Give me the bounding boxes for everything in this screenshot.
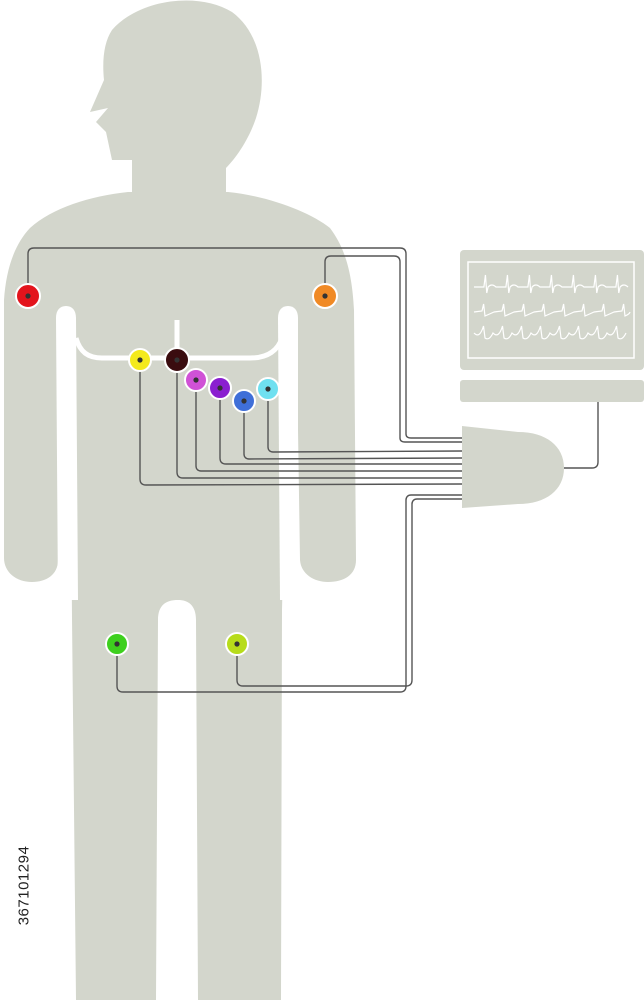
- monitor-screen-inner: [467, 261, 635, 359]
- monitor-base: [460, 380, 644, 402]
- electrode-la: [312, 283, 338, 309]
- monitor-screen: [460, 250, 644, 370]
- wire-v5: [243, 401, 463, 460]
- electrode-snap: [217, 385, 223, 391]
- electrode-v6: [256, 377, 280, 401]
- electrode-ll: [225, 632, 249, 656]
- wire-la: [324, 255, 462, 443]
- right-arm-gap: [278, 306, 298, 600]
- monitor-trace-2: [473, 303, 631, 317]
- head: [90, 0, 262, 199]
- wire-ll: [236, 498, 462, 687]
- wire-v6: [267, 389, 463, 453]
- electrode-snap: [114, 641, 120, 647]
- stock-id-watermark: 367101294: [4, 770, 44, 1000]
- monitor-trace-1: [474, 274, 629, 294]
- electrode-snap: [137, 357, 143, 363]
- wire-v1: [139, 360, 463, 486]
- wire-v2: [176, 360, 462, 479]
- electrode-snap: [322, 293, 328, 299]
- electrode-snap: [234, 641, 240, 647]
- electrode-v1: [128, 348, 152, 372]
- electrode-v2: [164, 347, 190, 373]
- lead-connector-box: [462, 426, 564, 508]
- wire-rl: [116, 494, 462, 693]
- ecg-monitor: [460, 250, 644, 402]
- electrode-wires: [27, 247, 463, 693]
- monitor-trace-3: [473, 325, 627, 340]
- wire-ra: [27, 247, 462, 439]
- electrode-snap: [25, 293, 31, 299]
- left-arm-gap: [56, 306, 78, 600]
- electrode-v3: [184, 368, 208, 392]
- wire-v3: [195, 380, 462, 472]
- electrode-v4: [208, 376, 232, 400]
- electrode-v5: [232, 389, 256, 413]
- stock-id-text: 367101294: [15, 845, 33, 925]
- human-body-silhouette: [4, 0, 356, 1000]
- electrode-snap: [174, 357, 180, 363]
- electrode-snap: [193, 377, 199, 383]
- electrodes: [15, 283, 338, 656]
- wire-v4: [219, 388, 462, 465]
- connector-to-monitor-cable: [564, 402, 599, 469]
- electrode-snap: [241, 398, 247, 404]
- electrode-snap: [265, 386, 271, 392]
- electrode-rl: [105, 632, 129, 656]
- electrode-ra: [15, 283, 41, 309]
